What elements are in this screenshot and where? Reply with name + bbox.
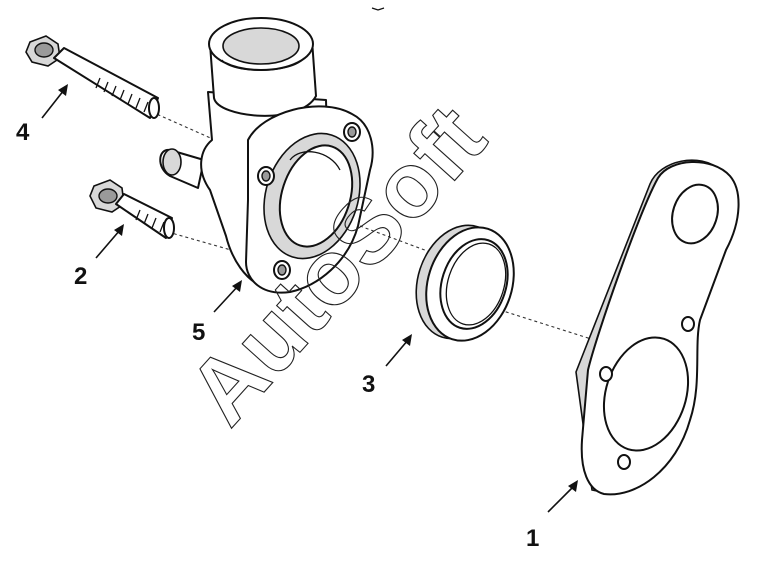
callout-label-3: 3: [362, 371, 375, 398]
thermostat-seal: [415, 224, 515, 342]
gasket-plate: [575, 159, 740, 496]
callout-arrow-2: [95, 224, 124, 259]
top-mark: [371, 7, 385, 11]
thermostat-housing: [159, 17, 374, 294]
bolt-short: [89, 179, 175, 239]
callout-arrow-5: [213, 280, 242, 313]
callout-label-4: 4: [16, 119, 30, 146]
alignment-line-bolt-2: [167, 231, 239, 253]
callout-arrow-3: [385, 334, 412, 367]
callout-label-1: 1: [526, 525, 539, 552]
callout-arrow-1: [547, 480, 578, 513]
callout-label-2: 2: [74, 263, 87, 290]
callout-label-5: 5: [192, 319, 205, 346]
bolt-long: [25, 35, 160, 119]
callout-arrow-4: [41, 84, 68, 119]
alignment-line-bolt-4: [151, 111, 216, 141]
alignment-line-center: [359, 225, 431, 253]
